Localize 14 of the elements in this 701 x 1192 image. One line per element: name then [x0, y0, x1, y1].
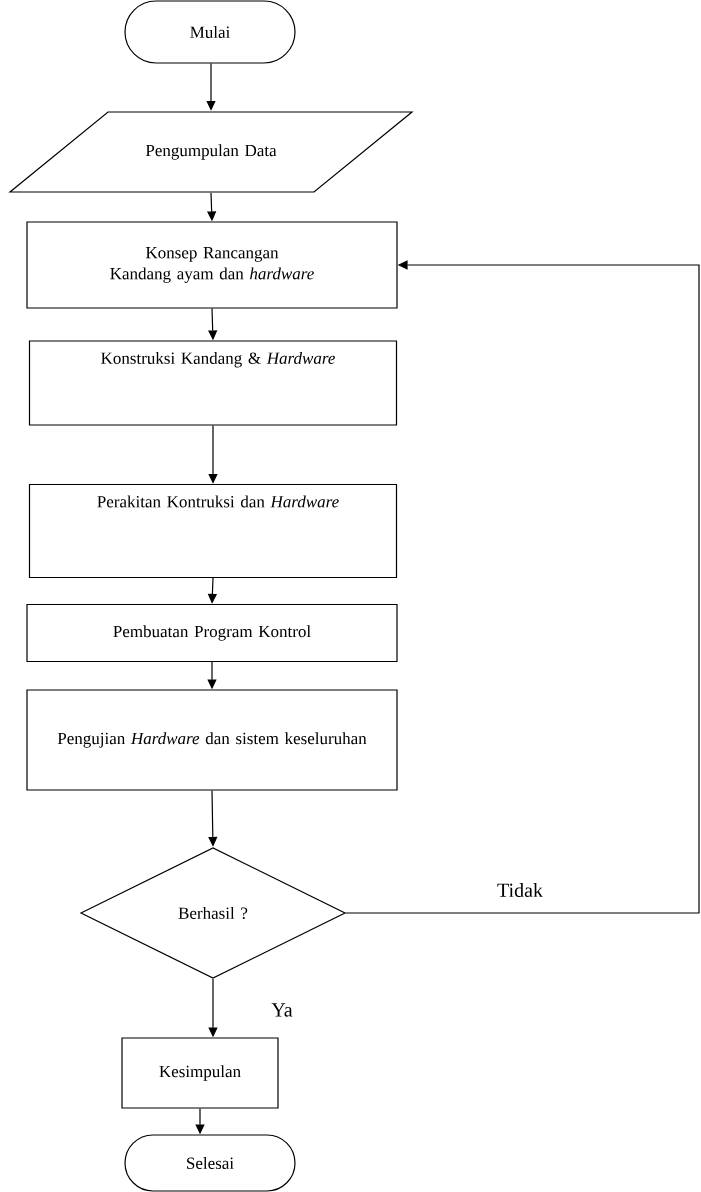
process-box: Pembuatan Program Kontrol [26, 603, 398, 663]
edge-label: Ya [270, 1002, 294, 1018]
process-box: Konstruksi Kandang & Hardware [28, 340, 398, 426]
start-terminal: Mulai [124, 0, 296, 64]
arrow [208, 425, 218, 484]
process-box: Pengujian Hardware dan sistem keseluruhan [26, 689, 398, 791]
edge-label: Tidak [496, 881, 544, 899]
end-terminal: Selesai [124, 1134, 296, 1192]
arrow [345, 260, 700, 914]
arrow [208, 790, 218, 847]
process-box: Kesimpulan [121, 1037, 279, 1109]
process-box: Perakitan Kontruksi dan Hardware [28, 483, 398, 579]
arrow [206, 63, 216, 111]
process-box: Konsep Rancangan Kandang ayam dan hardware [26, 221, 398, 309]
